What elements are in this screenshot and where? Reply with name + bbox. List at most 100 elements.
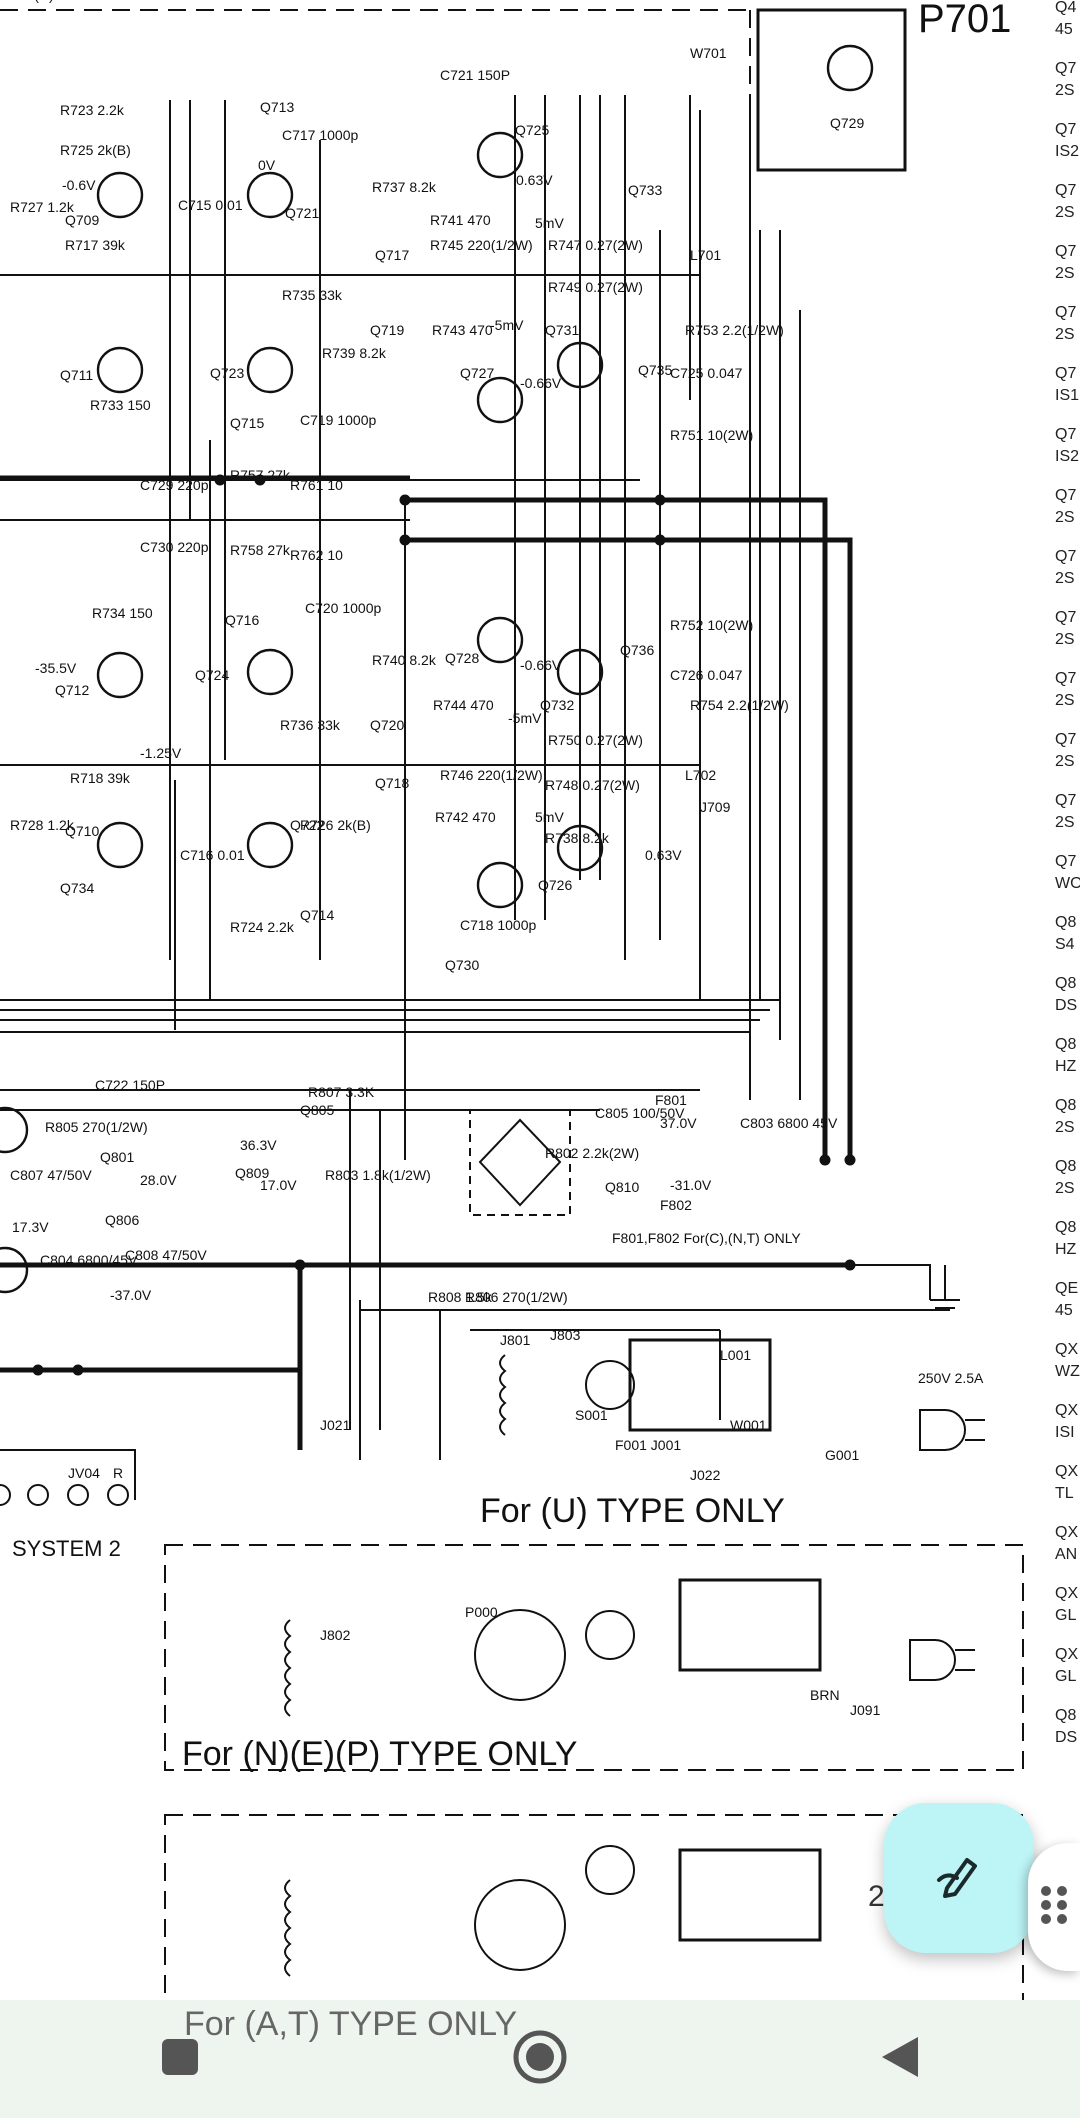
part-label: J802 (320, 1627, 351, 1643)
part-label: BRN (810, 1687, 840, 1703)
part-label: R754 2.2(1/2W) (690, 697, 789, 713)
edit-pen-icon (929, 1846, 989, 1911)
circle-home-icon (512, 2029, 568, 2090)
part-label: R726 2k(B) (300, 817, 371, 833)
part-label: R752 10(2W) (670, 617, 753, 633)
parts-list-entry: ISI (1055, 1424, 1075, 1441)
parts-list-entry: QX (1055, 1463, 1078, 1480)
parts-list-entry: Q7 (1055, 731, 1076, 748)
part-label: Q724 (195, 667, 229, 683)
part-label: Q728 (445, 650, 479, 666)
part-label: Q713 (260, 99, 294, 115)
part-label: 0.63V (645, 847, 682, 863)
part-label: C803 6800 45V (740, 1115, 838, 1131)
parts-list-entry: 2S (1055, 509, 1075, 526)
part-label: 37.0V (660, 1115, 697, 1131)
parts-list-entry: S4 (1055, 936, 1075, 953)
part-label: Q717 (375, 247, 409, 263)
part-label: J092 (0, 0, 31, 3)
part-label: F801 (655, 1092, 687, 1108)
side-panel-handle[interactable] (1028, 1843, 1080, 1971)
fuse-note: F801,F802 For(C),(N,T) ONLY (612, 1230, 801, 1246)
parts-list-entry: Q7 (1055, 670, 1076, 687)
parts-list-entry: 2S (1055, 204, 1075, 221)
part-label: Q734 (60, 880, 94, 896)
part-label: C716 0.01 (180, 847, 245, 863)
part-label: S001 (575, 1407, 608, 1423)
part-label: R741 470 (430, 212, 491, 228)
part-label: R725 2k(B) (60, 142, 131, 158)
back-button[interactable] (850, 2019, 950, 2099)
parts-list-entry: Q7 (1055, 121, 1076, 138)
part-label: L001 (720, 1347, 751, 1363)
parts-list-entry: AN (1055, 1546, 1077, 1563)
edit-fab-button[interactable] (884, 1803, 1034, 1953)
part-label: R802 2.2k(2W) (545, 1145, 639, 1161)
parts-list-entry: Q8 (1055, 975, 1076, 992)
part-label: L701 (690, 247, 721, 263)
at-type-label: For (A,T) TYPE ONLY (184, 2005, 518, 2043)
part-label: R762 10 (290, 547, 343, 563)
parts-list-entry: IS2 (1055, 448, 1079, 465)
part-label: Q809 (235, 1165, 269, 1181)
part-label: L702 (685, 767, 716, 783)
parts-list-entry: Q7 (1055, 243, 1076, 260)
parts-list-entry: Q7 (1055, 60, 1076, 77)
part-label: Q716 (225, 612, 259, 628)
part-label: -37.0V (110, 1287, 152, 1303)
page-indicator: 2 (868, 1880, 885, 1913)
part-label: C725 0.047 (670, 365, 743, 381)
parts-list-entry: 2S (1055, 753, 1075, 770)
parts-list-entry: 2S (1055, 631, 1075, 648)
navigation-bar (0, 2000, 1080, 2118)
part-label: C729 220p (140, 477, 209, 493)
recent-apps-button[interactable] (130, 2019, 230, 2099)
part-label: Q719 (370, 322, 404, 338)
part-label: R738 8.2k (545, 830, 610, 846)
part-label: C722 150P (95, 1077, 165, 1093)
part-label: 0V (258, 157, 276, 173)
parts-list-entry: WZ (1055, 1363, 1080, 1380)
part-label: J091 (850, 1702, 881, 1718)
parts-list-entry: QX (1055, 1341, 1078, 1358)
part-label: 5mV (535, 809, 564, 825)
part-label: G001 (825, 1447, 859, 1463)
parts-list-entry: IS1 (1055, 387, 1079, 404)
part-label: R808 1.5k (428, 1289, 493, 1305)
part-label: C730 220p (140, 539, 209, 555)
parts-list-entry: Q7 (1055, 426, 1076, 443)
parts-list-entry: Q8 (1055, 1097, 1076, 1114)
parts-list-entry: 45 (1055, 21, 1073, 38)
part-label: P000 (465, 1604, 498, 1620)
part-label: R750 0.27(2W) (548, 732, 643, 748)
part-label: R724 2.2k (230, 919, 295, 935)
parts-list-entry: Q7 (1055, 792, 1076, 809)
parts-list-entry: QX (1055, 1402, 1078, 1419)
parts-list-entry: Q8 (1055, 1158, 1076, 1175)
part-label: C804 6800/45V (40, 1252, 138, 1268)
parts-list-entry: WO (1055, 875, 1080, 892)
part-label: C719 1000p (300, 412, 377, 428)
part-label: C807 47/50V (10, 1167, 92, 1183)
part-label: R739 8.2k (322, 345, 387, 361)
part-label: Q720 (370, 717, 404, 733)
parts-list-entry: 2S (1055, 1119, 1075, 1136)
part-label: Q805 (300, 1102, 334, 1118)
part-label: Q718 (375, 775, 409, 791)
parts-list-entry: Q4 (1055, 0, 1076, 16)
part-label: R723 2.2k (60, 102, 125, 118)
parts-list-entry: Q8 (1055, 1036, 1076, 1053)
parts-list-entry: 2S (1055, 692, 1075, 709)
part-label: C721 150P (440, 67, 510, 83)
part-label: F802 (660, 1197, 692, 1213)
part-label: R734 150 (92, 605, 153, 621)
part-label: Q722 (290, 817, 324, 833)
parts-list-entry: TL (1055, 1485, 1074, 1502)
part-label: R805 270(1/2W) (45, 1119, 148, 1135)
part-label: 0.63V (516, 172, 553, 188)
part-label: R757 27k (230, 467, 291, 483)
part-label: R733 150 (90, 397, 151, 413)
part-label: R803 1.8k(1/2W) (325, 1167, 431, 1183)
home-button[interactable] (490, 2019, 590, 2099)
